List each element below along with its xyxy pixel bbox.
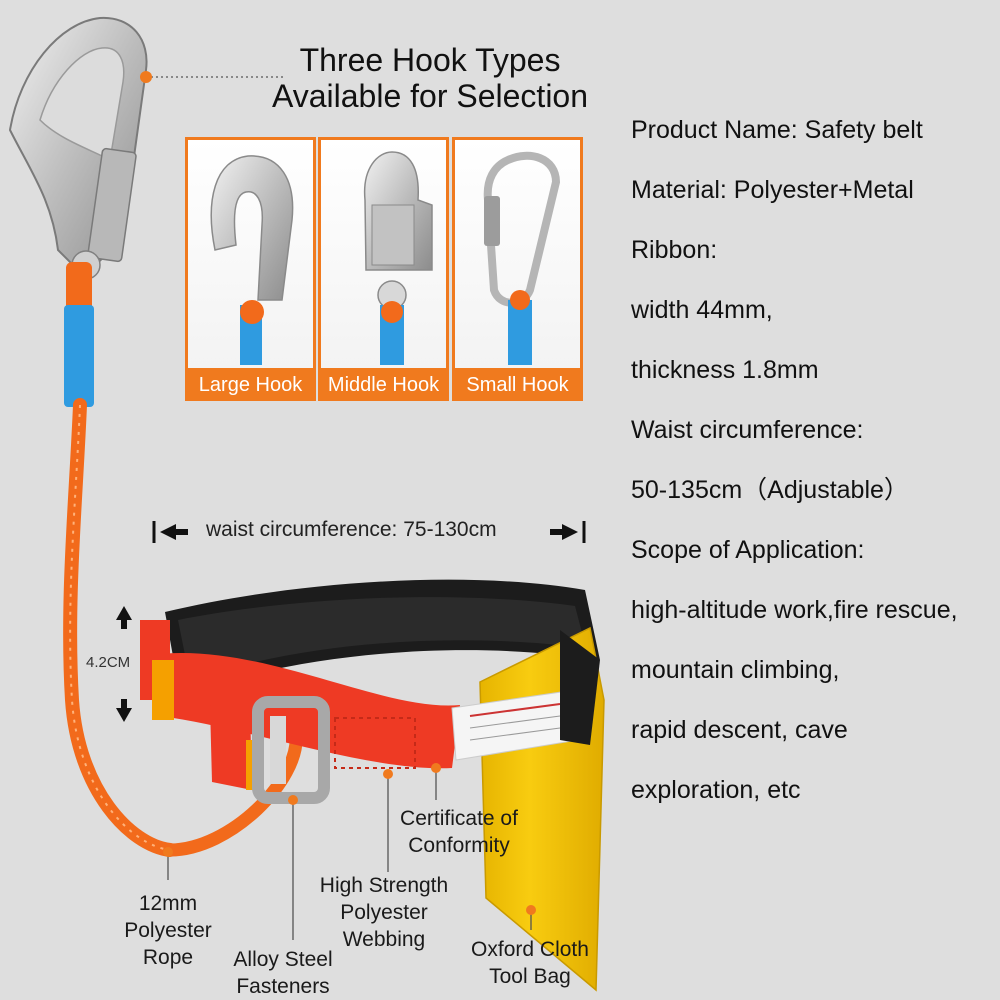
headline-line-2: Available for Selection	[271, 78, 589, 114]
spec-line: Material: Polyester+Metal	[631, 176, 914, 204]
waist-dimension-label: waist circumference: 75-130cm	[206, 518, 497, 541]
spec-line: rapid descent, cave	[631, 716, 848, 744]
hook-caption-small: Small Hook	[466, 374, 569, 396]
callout-webbing: High Strength Polyester Webbing	[304, 872, 464, 953]
spec-line: exploration, etc	[631, 776, 801, 804]
spec-list: Product Name: Safety belt Material: Poly…	[631, 112, 1000, 832]
callout-certificate-line-2: Conformity	[408, 834, 510, 857]
spec-line: Waist circumference:	[631, 416, 864, 444]
spec-line: thickness 1.8mm	[631, 356, 819, 384]
callout-fasteners-line-1: Alloy Steel	[233, 948, 333, 971]
headline: Three Hook Types Available for Selection	[230, 42, 630, 114]
callout-rope-line-1: 12mm	[138, 892, 198, 915]
callout-tool-bag-line-2: Tool Bag	[489, 965, 571, 988]
spec-line: Product Name: Safety belt	[631, 116, 923, 144]
belt-width-arrows	[116, 606, 132, 722]
spec-line: mountain climbing,	[631, 656, 840, 684]
waist-dimension-arrows	[152, 521, 586, 543]
spec-line: high-altitude work,fire rescue,	[631, 596, 958, 624]
spec-line: Ribbon:	[631, 236, 718, 264]
belt-image	[140, 579, 605, 992]
callout-tool-bag: Oxford Cloth Tool Bag	[452, 936, 608, 990]
callout-webbing-line-1: High Strength	[319, 874, 449, 897]
spec-line: width 44mm,	[631, 296, 773, 324]
spec-line: 50-135cm（Adjustable）	[631, 476, 909, 504]
headline-line-1: Three Hook Types	[299, 42, 561, 78]
callout-rope-line-3: Rope	[142, 946, 194, 969]
hook-panels	[185, 137, 583, 401]
rope-image	[63, 262, 303, 857]
callout-fasteners: Alloy Steel Fasteners	[213, 946, 353, 1000]
callout-fasteners-line-2: Fasteners	[236, 975, 330, 998]
large-hook-image	[8, 16, 148, 280]
belt-width-label: 4.2CM	[86, 654, 131, 671]
callout-rope-line-2: Polyester	[124, 919, 212, 942]
callout-markers	[140, 71, 536, 915]
callout-webbing-line-2: Polyester	[340, 901, 428, 924]
callout-rope: 12mm Polyester Rope	[98, 890, 238, 971]
callout-tool-bag-line-1: Oxford Cloth	[471, 938, 589, 961]
callout-certificate: Certificate of Conformity	[384, 805, 534, 859]
hook-caption-middle: Middle Hook	[327, 374, 440, 396]
spec-line: Scope of Application:	[631, 536, 865, 564]
callout-certificate-line-1: Certificate of	[400, 807, 518, 830]
hook-caption-large: Large Hook	[198, 374, 303, 396]
callout-webbing-line-3: Webbing	[342, 928, 426, 951]
